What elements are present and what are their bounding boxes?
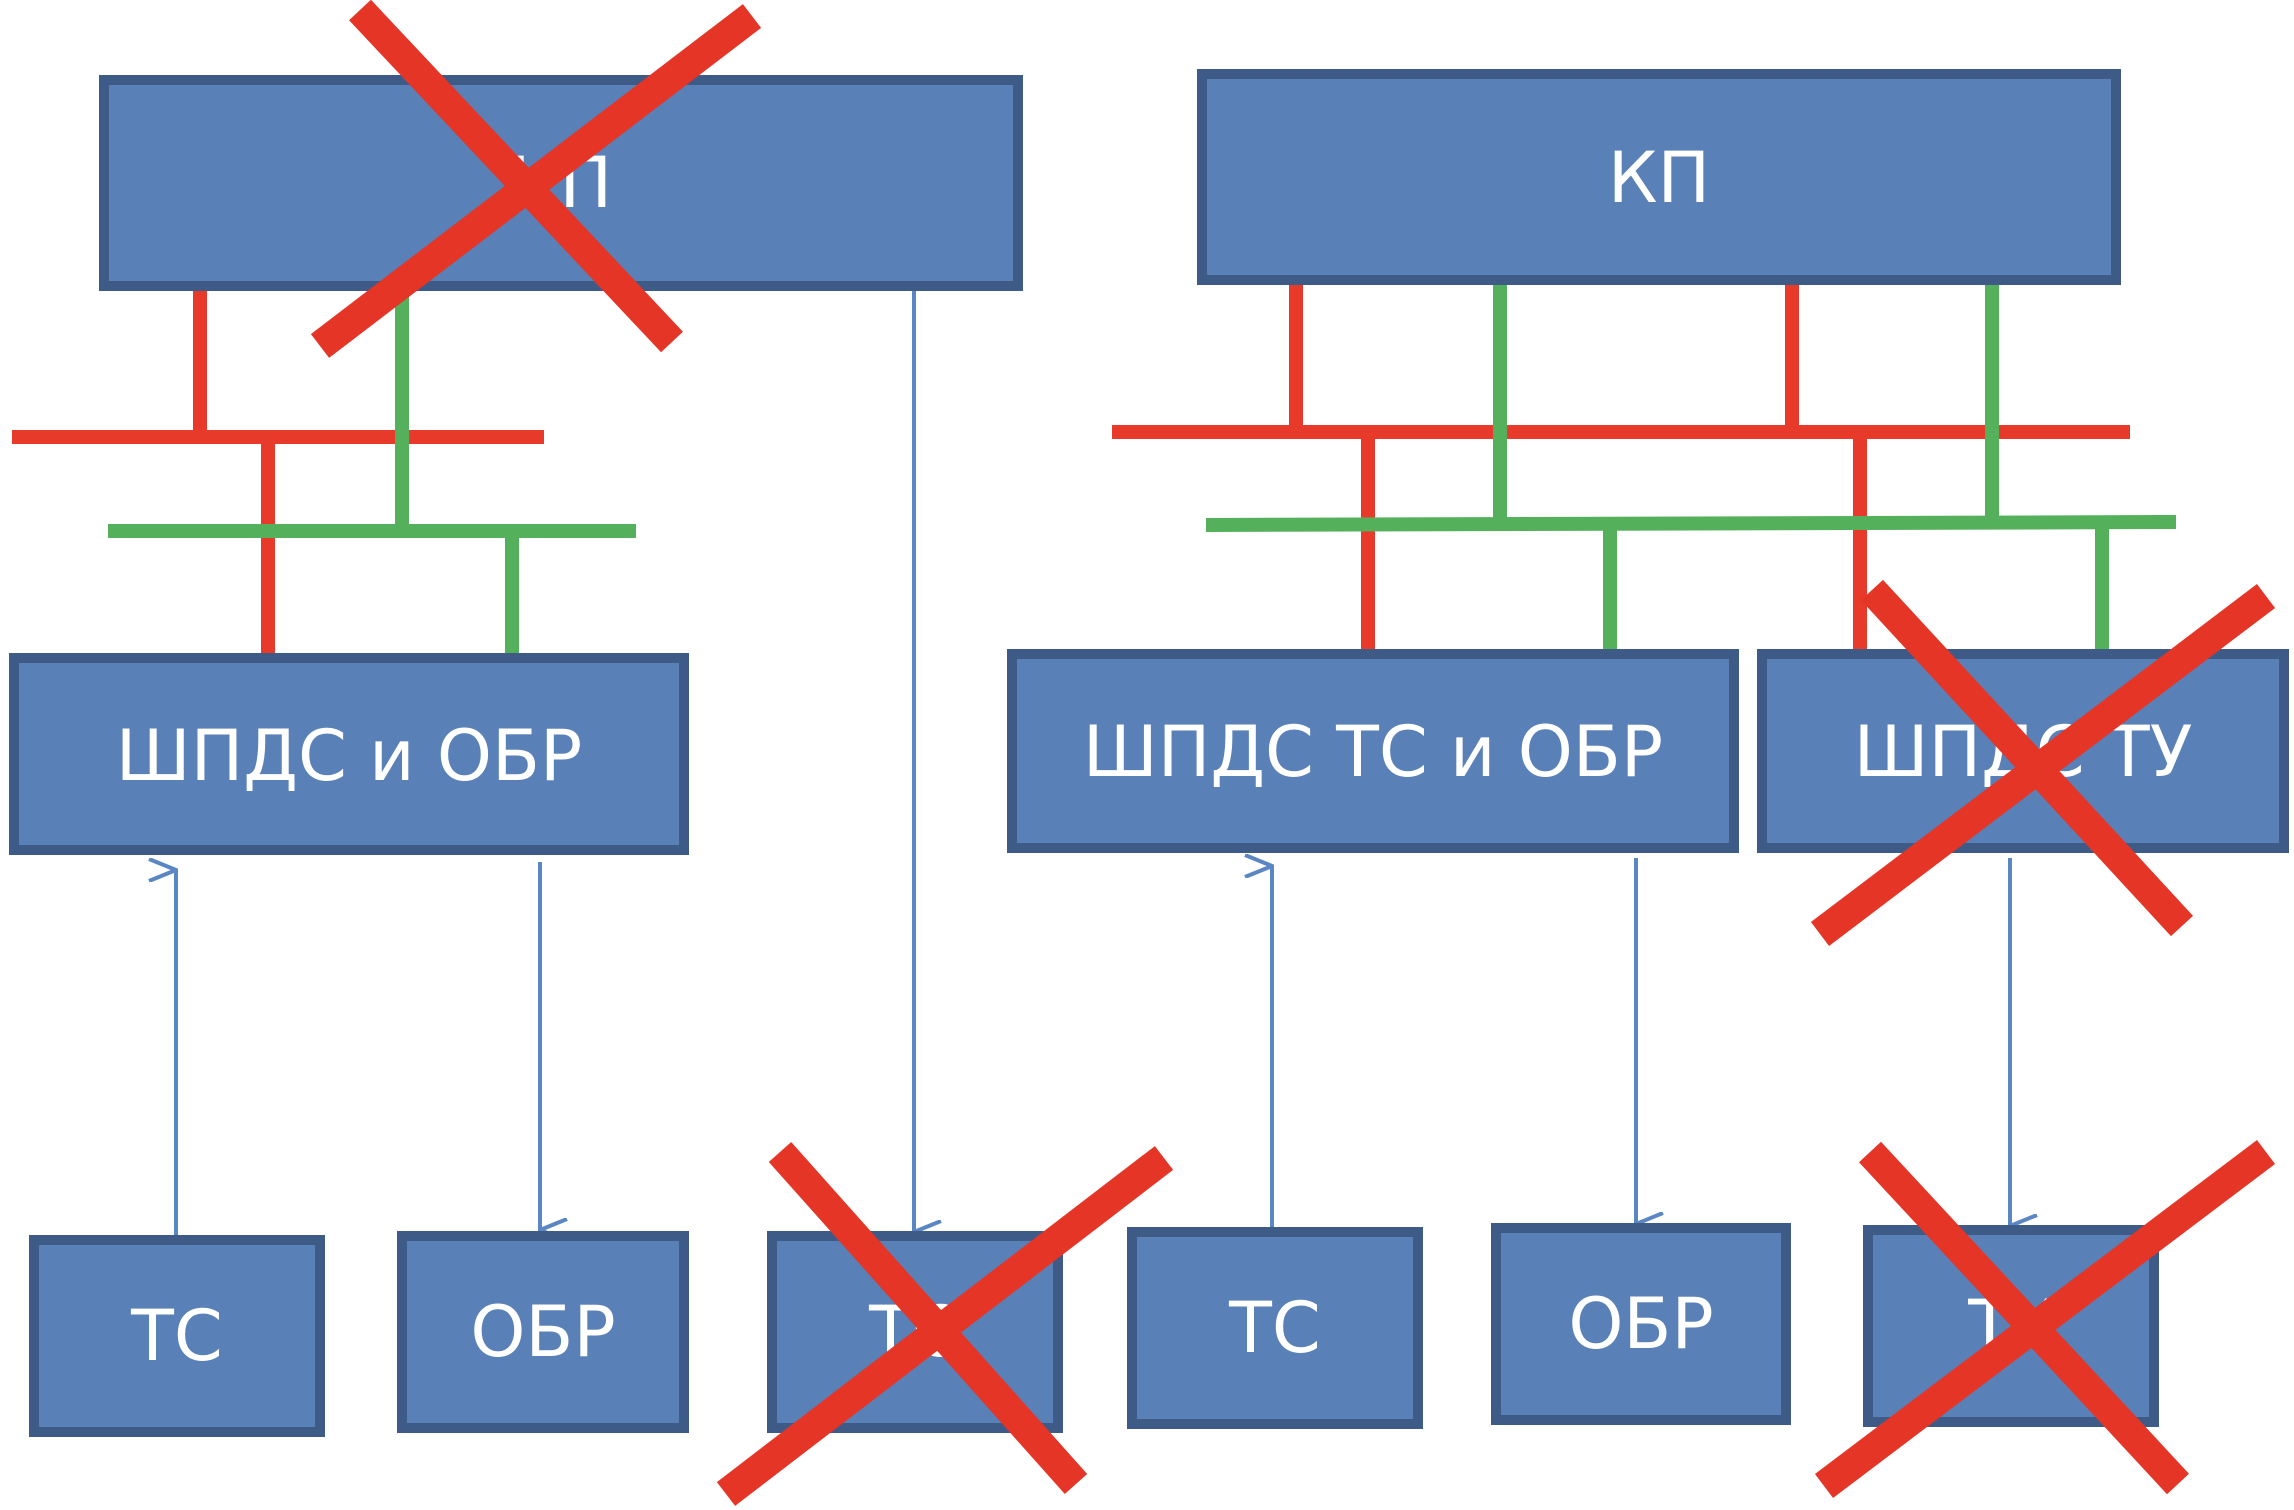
left-hub-label: ШПДС и ОБР — [116, 715, 582, 797]
left-kp-box: КП — [99, 75, 1023, 291]
right-tc-label: ТС — [1228, 1287, 1321, 1369]
right-red-bus — [1112, 282, 2130, 652]
right-obr-label: ОБР — [1568, 1283, 1713, 1365]
cross-mark-left-tc-direct — [716, 1142, 1174, 1506]
right-hub-tc-obr-label: ШПДС ТС и ОБР — [1083, 711, 1663, 793]
cross-mark-tu — [1814, 1140, 2276, 1498]
right-hub-tc-obr-box: ШПДС ТС и ОБР — [1007, 649, 1739, 853]
left-hub-box: ШПДС и ОБР — [9, 653, 689, 855]
right-kp-box: КП — [1197, 69, 2121, 285]
right-tc-box: ТС — [1127, 1227, 1423, 1429]
right-obr-box: ОБР — [1491, 1223, 1791, 1425]
left-obr-label: ОБР — [470, 1291, 615, 1373]
left-green-bus — [108, 288, 636, 662]
right-green-bus — [1205, 282, 2177, 656]
left-red-bus — [12, 288, 544, 656]
right-kp-label: КП — [1608, 137, 1710, 219]
cross-mark-left-kp — [310, 0, 762, 358]
left-tc-box: ТС — [29, 1235, 325, 1437]
left-obr-box: ОБР — [397, 1231, 689, 1433]
cross-mark-hub-tu — [1810, 579, 2276, 946]
left-tc-label: ТС — [130, 1295, 223, 1377]
